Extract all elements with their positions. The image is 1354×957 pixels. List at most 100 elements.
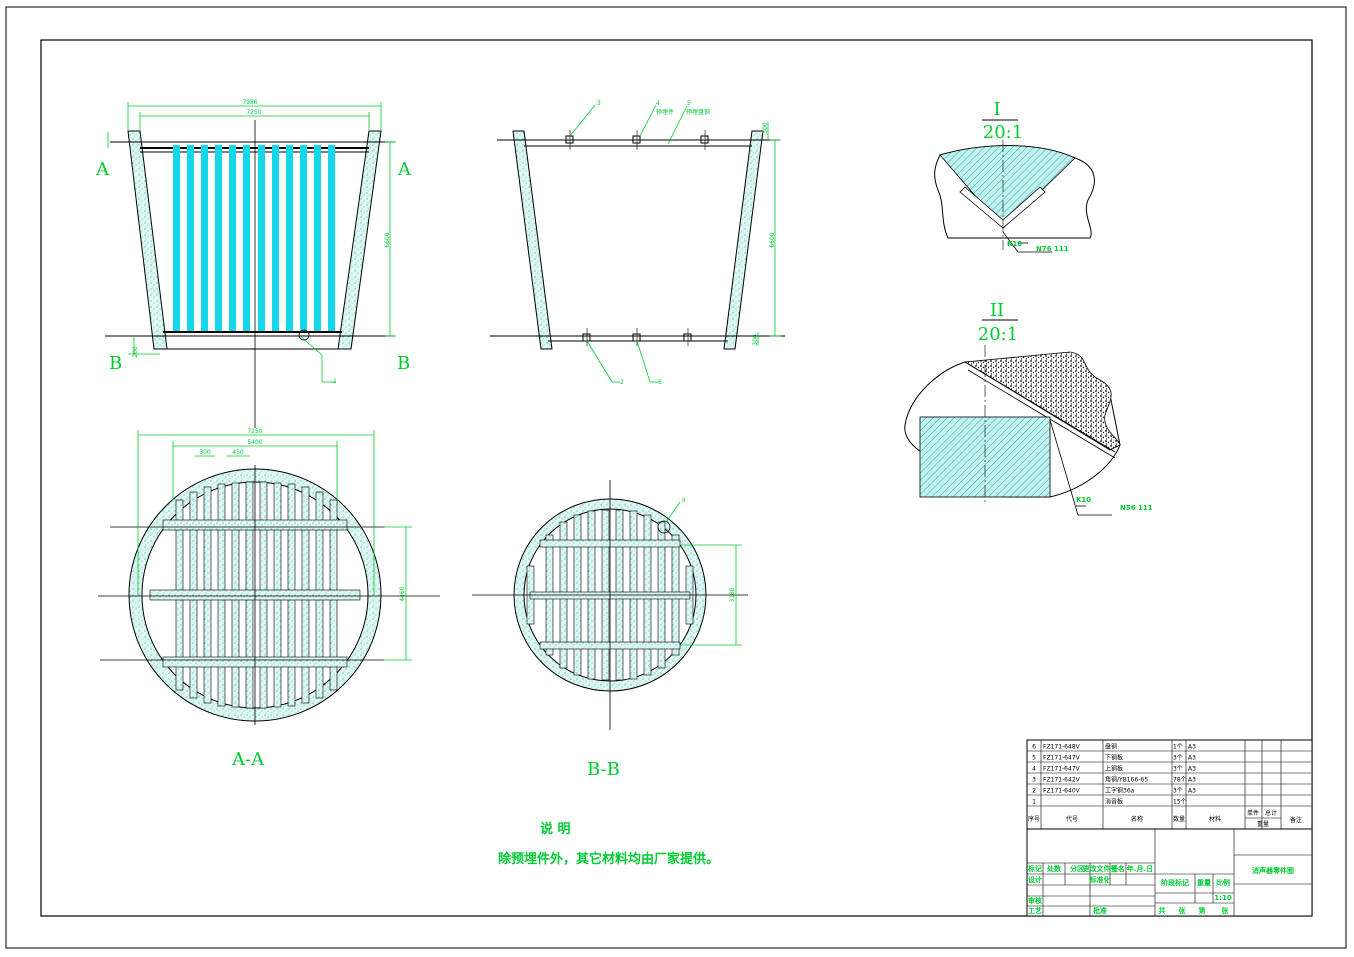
dim-bb-side: 3180 bbox=[729, 587, 736, 602]
f-approve: 批准 bbox=[1093, 906, 1107, 915]
f-review: 审核 bbox=[1028, 896, 1042, 905]
parts-cell-qty: 15个 bbox=[1173, 799, 1187, 806]
callout-1: 1 bbox=[333, 378, 337, 385]
section-bb: 3180 II B-B bbox=[472, 480, 748, 780]
dim-height-right: 6600 bbox=[769, 232, 776, 247]
parts-cell-no: 3 bbox=[1032, 777, 1036, 784]
detail-ii-scale: 20:1 bbox=[978, 324, 1018, 345]
f-date: 年.月.日 bbox=[1127, 864, 1153, 873]
cut-b-right: B bbox=[397, 353, 410, 374]
side-wall-right bbox=[723, 130, 764, 350]
f-stage: 阶段标记 bbox=[1161, 878, 1189, 887]
front-wall-right bbox=[337, 130, 382, 350]
cut-a-right: A bbox=[397, 159, 412, 180]
dim-aa-inner: 5400 bbox=[247, 439, 262, 446]
detail-i-weld: K10 bbox=[1007, 240, 1022, 248]
dim-top-inner: 7250 bbox=[246, 109, 261, 116]
parts-cell-qty: 3个 bbox=[1173, 755, 1183, 762]
h-unit: 单件 bbox=[1247, 809, 1259, 817]
parts-cell-mat: A3 bbox=[1188, 766, 1196, 773]
dim-bottom-left: 200 bbox=[132, 346, 139, 358]
dim-aa-p1: 300 bbox=[199, 449, 211, 456]
f-sign: 签名 bbox=[1110, 864, 1125, 873]
f-std: 标准化 bbox=[1089, 875, 1111, 884]
detail-ii-title: II bbox=[990, 300, 1004, 321]
detail-i-note: N76 111 bbox=[1036, 245, 1069, 253]
parts-cell-no: 1 bbox=[1032, 799, 1036, 806]
parts-cell-code: FZ171-648V bbox=[1043, 744, 1081, 751]
detail-ii: II 20:1 K10 N56 111 bbox=[904, 300, 1153, 516]
callout-5: 5 bbox=[687, 100, 691, 107]
callout-6: 6 bbox=[658, 379, 662, 386]
parts-cell-name: 角钢/YB166-65 bbox=[1105, 776, 1148, 784]
scale-value: 1:10 bbox=[1214, 894, 1232, 902]
f-zone: 分区 bbox=[1070, 864, 1084, 873]
parts-cell-name: 消音板 bbox=[1105, 798, 1123, 806]
parts-cell-code: FZ171-640V bbox=[1043, 788, 1081, 795]
dim-aa-width: 7250 bbox=[247, 428, 262, 435]
outer-frame bbox=[5, 6, 1347, 949]
front-view: 7986 7250 6600 200 1 A A B B bbox=[95, 99, 412, 428]
h-total: 总计 bbox=[1265, 809, 1277, 817]
h-mat: 材料 bbox=[1209, 815, 1221, 823]
f-no: 第 bbox=[1199, 906, 1206, 915]
dim-top-outer: 7986 bbox=[242, 99, 257, 106]
cut-a-left: A bbox=[95, 159, 110, 180]
parts-cell-code: FZ171-647V bbox=[1043, 766, 1081, 773]
parts-cell-code: FZ171-647V bbox=[1043, 755, 1081, 762]
detail-i-scale: 20:1 bbox=[983, 122, 1023, 143]
f-process: 工艺 bbox=[1028, 906, 1042, 915]
section-aa: 7250 5400 300 450 4460 A-A bbox=[98, 428, 440, 770]
h-qty: 数量 bbox=[1173, 815, 1185, 823]
side-view: 3 4 预埋件 5 预埋盘钢 2 6 6600 300 300 bbox=[490, 100, 785, 386]
f-sheet-1: 张 bbox=[1179, 906, 1187, 915]
cut-b-left: B bbox=[109, 353, 122, 374]
parts-cell-no: 2 bbox=[1032, 788, 1036, 795]
dim-aa-p2: 450 bbox=[232, 449, 244, 456]
f-count: 处数 bbox=[1046, 864, 1062, 873]
detail-i: I 20:1 K10 N76 111 bbox=[934, 99, 1095, 253]
callout-4-label: 预埋件 bbox=[656, 108, 674, 116]
parts-cell-name: 上钢板 bbox=[1105, 765, 1123, 773]
f-sheets: 共 bbox=[1159, 906, 1166, 915]
parts-cell-no: 4 bbox=[1032, 766, 1036, 773]
dim-aa-side: 4460 bbox=[399, 586, 406, 601]
parts-cell-name: 工字钢36a bbox=[1105, 787, 1135, 795]
drawing-title: 消声器零件图 bbox=[1252, 866, 1294, 875]
section-bb-label: B-B bbox=[587, 759, 620, 780]
side-wall-left bbox=[512, 130, 553, 350]
f-sheet-2: 张 bbox=[1222, 906, 1230, 915]
dim-height-left: 6600 bbox=[384, 232, 391, 247]
parts-cell-mat: A3 bbox=[1188, 777, 1196, 784]
parts-cell-mat: A3 bbox=[1188, 755, 1196, 762]
dim-right-bottom: 300 bbox=[752, 334, 759, 346]
f-weight: 重量 bbox=[1197, 878, 1211, 887]
parts-cell-name: 盘钢 bbox=[1105, 743, 1117, 751]
parts-cell-name: 下钢板 bbox=[1105, 754, 1123, 762]
parts-cell-qty: 3个 bbox=[1173, 788, 1183, 795]
h-name: 名称 bbox=[1131, 815, 1143, 823]
parts-cell-qty: 78个 bbox=[1173, 777, 1187, 784]
parts-cell-no: 5 bbox=[1032, 755, 1036, 762]
callout-11: II bbox=[682, 497, 686, 504]
callout-2: 2 bbox=[620, 379, 624, 386]
dim-right-top: 300 bbox=[762, 122, 769, 134]
f-docno: 更改文件号 bbox=[1083, 864, 1118, 873]
parts-cell-qty: 1个 bbox=[1173, 744, 1183, 751]
detail-ii-note: N56 111 bbox=[1120, 504, 1153, 512]
parts-cell-mat: A3 bbox=[1188, 788, 1196, 795]
f-mark: 标记 bbox=[1027, 864, 1042, 873]
h-weight: 重量 bbox=[1257, 820, 1269, 828]
h-remark: 备注 bbox=[1290, 816, 1302, 824]
parts-cell-code: FZ171-642V bbox=[1043, 777, 1081, 784]
f-ratio: 比例 bbox=[1216, 878, 1230, 887]
notes-text: 除预埋件外，其它材料均由厂家提供。 bbox=[498, 851, 719, 867]
front-plates bbox=[173, 145, 335, 331]
h-code: 代号 bbox=[1066, 815, 1078, 823]
notes-heading: 说 明 bbox=[540, 821, 571, 837]
front-wall-left bbox=[127, 130, 168, 350]
h-no: 序号 bbox=[1028, 815, 1040, 823]
callout-5-label: 预埋盘钢 bbox=[686, 108, 710, 116]
